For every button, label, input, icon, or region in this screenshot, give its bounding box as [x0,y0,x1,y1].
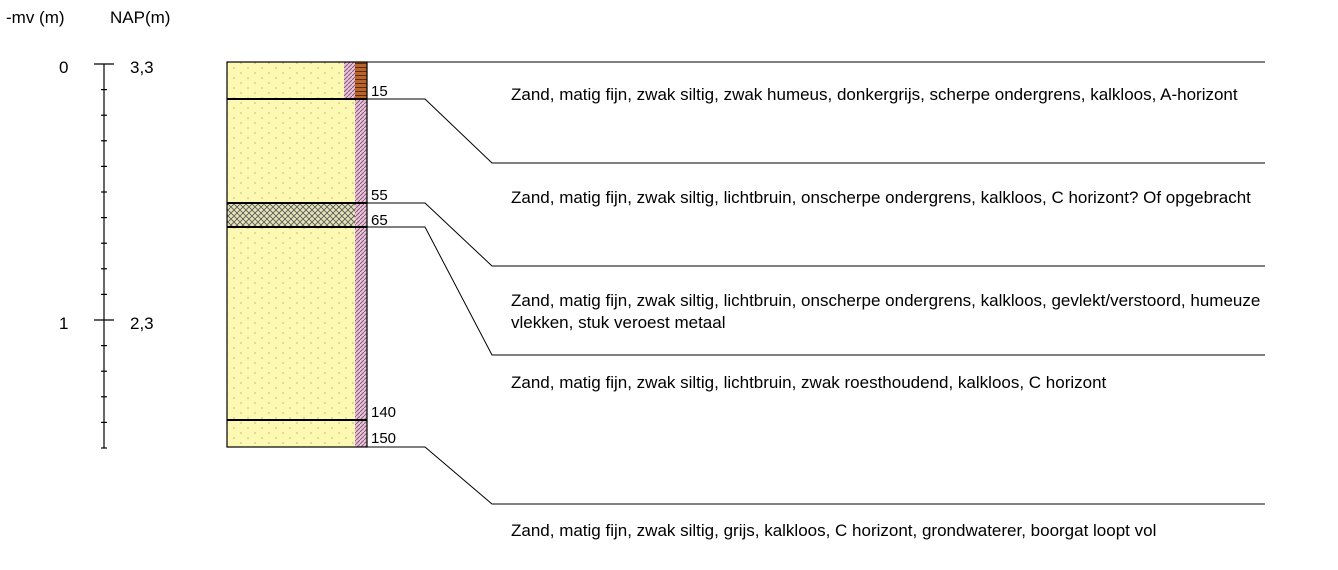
scale-nap-0: 3,3 [130,58,154,77]
core-column [226,61,368,448]
depth-label-15: 15 [371,83,388,100]
depth-label-65: 65 [371,212,388,229]
top-hatch-strip [344,62,355,99]
top-strip-brown [355,62,367,99]
layer-sand-3 [227,227,355,420]
layer-description-1: Zand, matig fijn, zwak siltig, zwak hume… [511,85,1238,104]
scale-nap-1: 2,3 [130,314,154,333]
layer-description-3: Zand, matig fijn, zwak siltig, lichtbrui… [511,291,1261,332]
layer-sand-4 [227,420,355,447]
depth-label-150: 150 [371,430,396,447]
layer-sand-1 [227,62,355,99]
header-mv: -mv (m) [6,8,65,27]
side-strip [355,62,367,447]
scale-mv-1: 1 [59,314,69,333]
layer-description-2: Zand, matig fijn, zwak siltig, lichtbrui… [511,188,1251,207]
layer-description-5: Zand, matig fijn, zwak siltig, grijs, ka… [511,521,1157,540]
leader-lines [367,61,1265,505]
depth-axis [94,63,114,449]
depth-label-140: 140 [371,404,396,421]
depth-label-55: 55 [371,187,388,204]
depth-labels: 15 55 65 140 150 [371,83,396,447]
layer-sand-2 [227,99,355,203]
layer-disturbed [227,203,355,227]
layer-description-4: Zand, matig fijn, zwak siltig, lichtbrui… [511,373,1107,392]
scale-mv-0: 0 [59,58,69,77]
header-nap: NAP(m) [110,8,171,27]
